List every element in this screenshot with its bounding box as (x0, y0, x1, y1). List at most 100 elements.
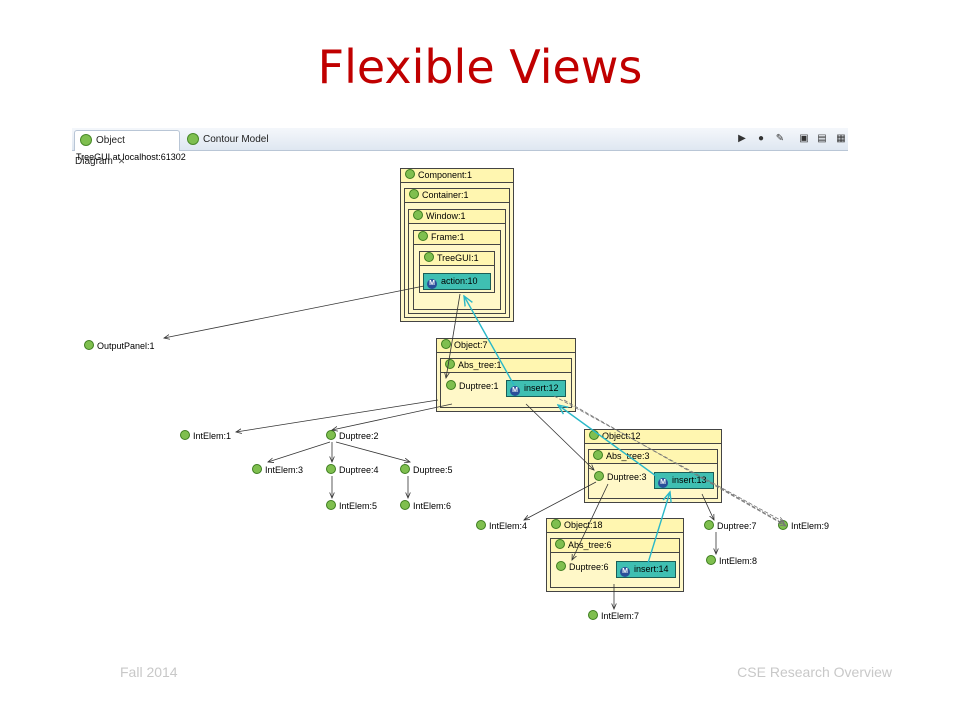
node-label: Duptree:7 (717, 521, 757, 531)
object-label: TreeGUI:1 (437, 253, 479, 263)
tab-label: Contour Model (203, 134, 269, 145)
node-intelem1[interactable]: IntElem:1 (180, 430, 231, 441)
edge (332, 403, 453, 430)
node-duptree5[interactable]: Duptree:5 (400, 464, 453, 475)
class-instance-icon (704, 520, 714, 530)
node-intelem4[interactable]: IntElem:4 (476, 520, 527, 531)
class-instance-icon (400, 500, 410, 510)
object-label: Duptree:1 (459, 381, 499, 391)
slide-title: Flexible Views (317, 40, 643, 94)
edge (701, 493, 714, 520)
layout-icon[interactable]: ▦ (836, 133, 846, 144)
node-duptree2[interactable]: Duptree:2 (326, 430, 379, 441)
call-edge (464, 296, 515, 386)
class-instance-icon (405, 169, 415, 179)
class-instance-icon (84, 340, 94, 350)
window-subtitle: TreeGUI at localhost:61302 (76, 152, 186, 162)
lock-icon[interactable]: ▣ (799, 133, 809, 144)
node-label: Duptree:2 (339, 431, 379, 441)
node-intelem7[interactable]: IntElem:7 (588, 610, 639, 621)
tab-object-diagram[interactable]: Object Diagram✕ (74, 130, 180, 167)
object-label: Object:12 (602, 431, 641, 441)
class-instance-icon (326, 500, 336, 510)
node-label: Duptree:4 (339, 465, 379, 475)
object-label: Component:1 (418, 170, 473, 180)
node-label: OutputPanel:1 (97, 341, 155, 351)
node-duptree4[interactable]: Duptree:4 (326, 464, 379, 475)
class-instance-icon (326, 430, 336, 440)
object-duptree3[interactable]: Duptree:3 (594, 471, 647, 484)
node-label: IntElem:9 (791, 521, 830, 531)
node-label: IntElem:7 (601, 611, 640, 621)
object-label: Duptree:3 (607, 472, 647, 482)
node-label: IntElem:1 (193, 431, 232, 441)
method-label: action:10 (441, 276, 478, 286)
class-instance-icon (706, 555, 716, 565)
object-duptree6[interactable]: Duptree:6 (556, 561, 609, 574)
edge (709, 481, 784, 524)
object-label: Abs_tree:1 (458, 360, 502, 370)
stop-icon[interactable]: ● (757, 133, 765, 144)
object-diagram-icon (80, 134, 92, 147)
node-label: IntElem:8 (719, 556, 758, 566)
object-label: Object:18 (564, 520, 603, 530)
method-icon: M (658, 478, 668, 488)
node-intelem8[interactable]: IntElem:8 (706, 555, 757, 566)
class-instance-icon (400, 464, 410, 474)
class-instance-icon (446, 380, 456, 390)
class-instance-icon (588, 610, 598, 620)
edge (268, 441, 331, 462)
object-label: Abs_tree:6 (568, 540, 612, 550)
method-label: insert:13 (672, 475, 707, 485)
object-label: Container:1 (422, 190, 469, 200)
edge (446, 293, 461, 378)
class-instance-icon (551, 519, 561, 529)
tab-contour-model[interactable]: Contour Model (182, 130, 274, 150)
method-icon: M (620, 567, 630, 577)
edge (553, 395, 784, 522)
footer-left: Fall 2014 (120, 664, 178, 680)
brush-icon[interactable]: ✎ (775, 133, 785, 144)
method-icon: M (427, 279, 437, 289)
node-duptree7[interactable]: Duptree:7 (704, 520, 757, 531)
tab-bar: Object Diagram✕ Contour Model ▶ ● ✎ ▣ ▤ … (72, 128, 848, 167)
contour-model-icon (187, 133, 199, 146)
class-instance-icon (556, 561, 566, 571)
node-intelem6[interactable]: IntElem:6 (400, 500, 451, 511)
footer-right: CSE Research Overview (737, 664, 892, 680)
tab-label: Object Diagram (75, 135, 125, 167)
save-icon[interactable]: ▤ (817, 133, 827, 144)
edge (236, 399, 439, 432)
diagram-canvas: Component:1 Container:1 Window:1 Frame:1… (72, 164, 848, 632)
object-label: Duptree:6 (569, 562, 609, 572)
node-intelem3[interactable]: IntElem:3 (252, 464, 303, 475)
object-label: Frame:1 (431, 232, 465, 242)
edge (563, 399, 786, 526)
object-duptree1[interactable]: Duptree:1 (446, 380, 499, 393)
object-label: Object:7 (454, 340, 488, 350)
close-icon[interactable]: ✕ (117, 156, 126, 166)
node-label: IntElem:6 (413, 501, 452, 511)
edge (164, 285, 425, 338)
call-edge (558, 405, 657, 477)
object-diagram-window: Object Diagram✕ Contour Model ▶ ● ✎ ▣ ▤ … (72, 128, 848, 632)
node-label: IntElem:3 (265, 465, 304, 475)
class-instance-icon (180, 430, 190, 440)
edge (525, 403, 594, 470)
class-instance-icon (445, 359, 455, 369)
class-instance-icon (594, 471, 604, 481)
class-instance-icon (413, 210, 423, 220)
edge (524, 481, 597, 520)
node-intelem5[interactable]: IntElem:5 (326, 500, 377, 511)
resume-icon[interactable]: ▶ (738, 133, 746, 144)
node-label: IntElem:5 (339, 501, 378, 511)
edge (572, 483, 609, 560)
node-outputpanel[interactable]: OutputPanel:1 (84, 340, 155, 351)
method-label: insert:14 (634, 564, 669, 574)
class-instance-icon (441, 339, 451, 349)
class-instance-icon (476, 520, 486, 530)
